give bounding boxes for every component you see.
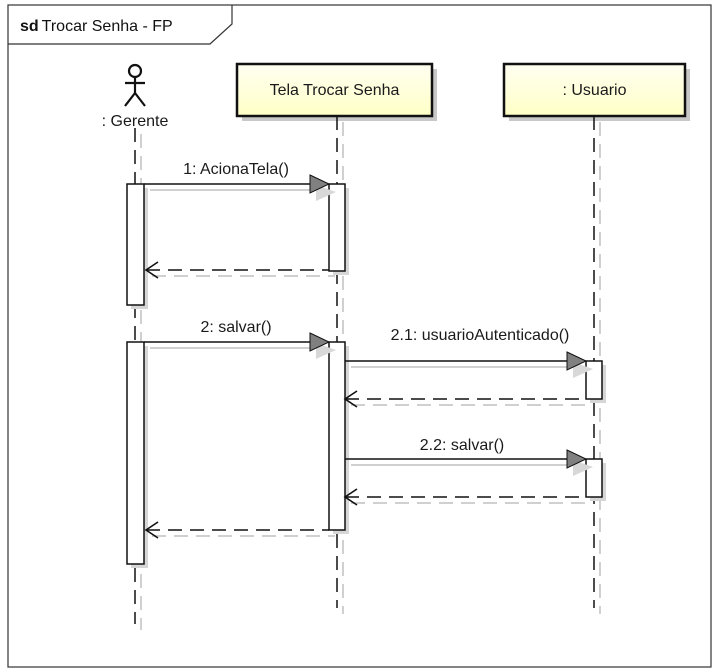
message-2-2-salvar[interactable]: 2.2: salvar() <box>345 437 593 476</box>
arrowhead-icon <box>309 332 331 352</box>
activation-tela-2 <box>328 341 346 531</box>
return-2[interactable] <box>144 521 335 539</box>
message-label: 2.2: salvar() <box>420 437 504 454</box>
message-2-1-usuarioautenticado[interactable]: 2.1: usuarioAutenticado() <box>345 327 593 378</box>
frame-title: Trocar Senha - FP <box>42 18 173 35</box>
actor-name: : Gerente <box>102 113 169 130</box>
lifeline-name: : Usuario <box>562 82 626 99</box>
open-arrowhead-icon <box>343 390 358 408</box>
return-1[interactable] <box>144 261 335 279</box>
return-2-2[interactable] <box>343 488 592 506</box>
open-arrowhead-icon <box>343 488 358 506</box>
activation-usuario-1 <box>585 360 603 400</box>
activation-gerente-2 <box>126 341 145 565</box>
message-label: 2.1: usuarioAutenticado() <box>391 327 570 344</box>
activation-tela-1 <box>328 183 346 272</box>
lifeline-box-usuario[interactable]: : Usuario <box>502 62 690 121</box>
open-arrowhead-icon <box>144 261 159 279</box>
stick-figure-icon <box>124 63 146 107</box>
activation-usuario-2 <box>585 458 603 498</box>
open-arrowhead-icon <box>144 521 159 539</box>
box <box>502 62 687 118</box>
lifeline-box-tela-trocar-senha[interactable]: Tela Trocar Senha <box>235 62 437 121</box>
arrowhead-icon <box>566 449 588 469</box>
lifeline-name: Tela Trocar Senha <box>270 82 400 99</box>
message-label: 1: AcionaTela() <box>183 161 289 178</box>
activation-bars <box>126 183 606 568</box>
message-label: 2: salvar() <box>200 319 271 336</box>
frame-keyword: sd <box>20 18 39 35</box>
message-1-acionatela[interactable]: 1: AcionaTela() <box>144 161 336 201</box>
arrowhead-icon <box>566 351 588 371</box>
return-2-1[interactable] <box>343 390 592 408</box>
box <box>235 62 434 118</box>
actor-gerente[interactable]: : Gerente <box>102 63 169 130</box>
frame-tab <box>8 5 233 45</box>
activation-gerente-1 <box>126 183 145 306</box>
message-2-salvar[interactable]: 2: salvar() <box>144 319 336 359</box>
arrowhead-icon <box>309 174 331 194</box>
